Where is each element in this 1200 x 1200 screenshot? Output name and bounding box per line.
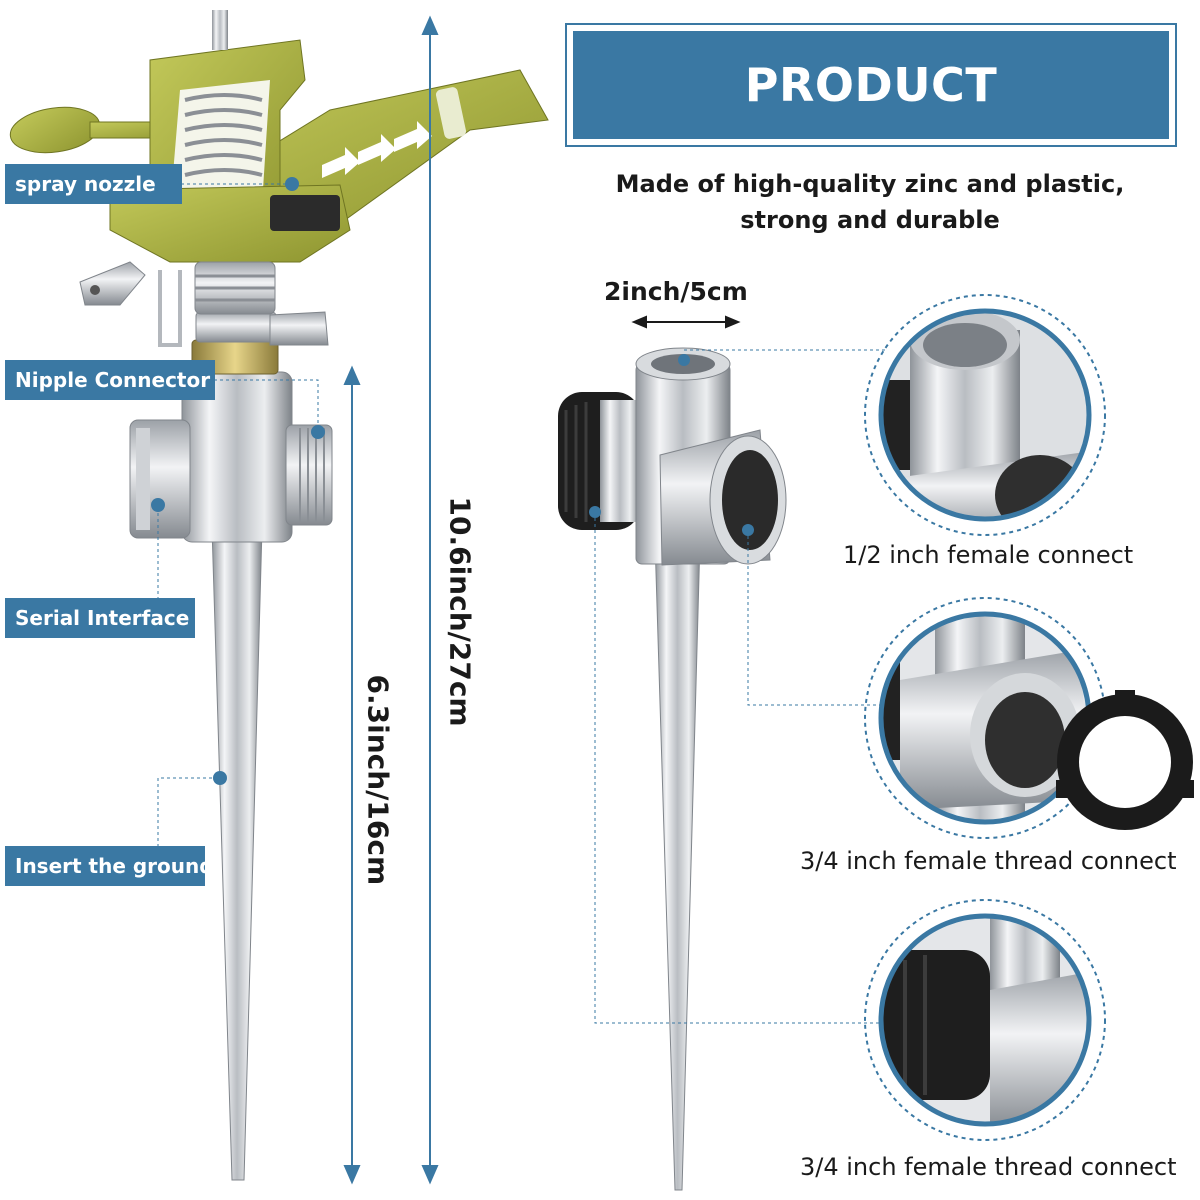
detail-circle-3 [864,899,1106,1141]
caption-detail-1: 1/2 inch female connect [843,541,1134,569]
left-leader-lines [157,183,319,865]
left-callout-dots [151,177,325,785]
subtitle: Made of high-quality zinc and plastic, s… [560,166,1180,238]
width-label: 2inch/5cm [604,277,748,306]
subtitle-line-2: strong and durable [740,206,1000,234]
subtitle-line-1: Made of high-quality zinc and plastic, [615,170,1125,198]
right-callout-dots [589,354,754,536]
right-leader-lines [594,349,888,1024]
spike-height-label: 6.3inch/16cm [361,674,395,886]
caption-detail-3: 3/4 inch female thread connect [800,1153,1177,1181]
label-spray-nozzle: spray nozzle [5,164,182,204]
detail-circle-1 [864,294,1106,536]
page-title: PRODUCT DESCRIPTION [573,31,1169,220]
caption-detail-2: 3/4 inch female thread connect [800,847,1177,875]
impact-sprinkler-image [9,10,549,1181]
label-insert-ground: Insert the ground [5,846,214,886]
width-arrow [631,315,741,329]
spike-tee-image [558,347,787,1191]
total-height-label: 10.6inch/27cm [443,496,477,727]
dimension-arrows-left [343,15,439,1185]
title-banner: PRODUCT DESCRIPTION [565,23,1177,220]
label-serial-interface: Serial Interface [5,598,195,638]
detail-circle-2 [864,597,1194,839]
label-nipple-connector: Nipple Connector [5,360,215,400]
